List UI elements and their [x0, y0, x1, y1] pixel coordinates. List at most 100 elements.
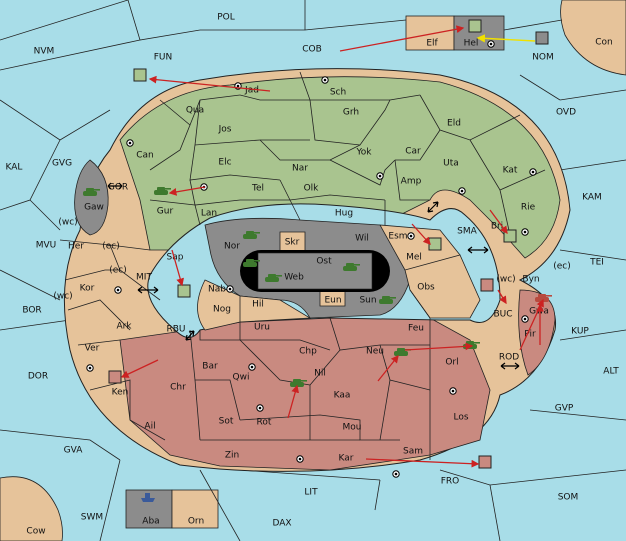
support-order [476, 34, 536, 43]
land-label-olk: Olk [304, 184, 320, 194]
land-label-car: Car [405, 147, 421, 157]
land-label-mou: Mou [343, 423, 362, 433]
sea-label-fro: FRO [441, 477, 460, 487]
land-label-wil: Wil [355, 234, 369, 244]
fleet-nom[interactable] [535, 31, 549, 45]
orders [120, 25, 544, 468]
land-label-nil: Nil [314, 369, 326, 379]
province-cow[interactable] [0, 476, 63, 541]
sea-label-cob: COB [302, 45, 322, 55]
land-label-elc: Elc [218, 158, 231, 168]
land-label-kaa: Kaa [334, 391, 351, 401]
land-label-eun: Eun [324, 296, 341, 306]
sea-label-mvu: MVU [36, 241, 57, 251]
sea-label-swm: SWM [81, 513, 103, 523]
province-gaw[interactable] [74, 159, 109, 236]
fleet-fro[interactable] [478, 455, 492, 469]
land-label-grh: Grh [343, 108, 359, 118]
province-web-ost[interactable] [257, 252, 373, 290]
land-label-sun: Sun [359, 296, 376, 306]
sea-label-gvp: GVP [555, 404, 574, 414]
sea-label-kup: KUP [571, 327, 589, 337]
sea-label-sma: SMA [457, 227, 477, 237]
land-label-web: Web [284, 273, 304, 283]
land-label-wc2: (wc) [496, 275, 515, 285]
land-label-amp: Amp [401, 177, 422, 187]
sea-label-cow: Cow [26, 527, 45, 537]
land-label-rot: Rot [257, 418, 272, 428]
land-label-nab: Nab [208, 285, 226, 295]
land-label-pir: Pir [524, 330, 536, 340]
fleet-mit[interactable] [177, 284, 191, 298]
land-label-ark: Ark [116, 322, 132, 332]
land-label-sch: Sch [330, 88, 346, 98]
fleet-hel[interactable] [468, 19, 482, 33]
province-elf[interactable] [405, 15, 455, 51]
province-con[interactable] [560, 0, 626, 76]
region-red [119, 317, 491, 471]
land-label-ver: Ver [85, 344, 100, 354]
sea-label-fun: FUN [154, 53, 173, 63]
province-orn[interactable] [171, 489, 219, 529]
land-label-chp: Chp [299, 347, 317, 357]
land-label-sam: Sam [403, 447, 423, 457]
land-label-nor: Nor [224, 242, 240, 252]
province-hil-nog[interactable] [197, 279, 312, 331]
land-label-skr: Skr [285, 238, 300, 248]
sea-label-gva: GVA [64, 446, 84, 456]
land-label-jad: Jad [244, 86, 259, 96]
fleet-ken[interactable] [108, 370, 122, 384]
sea-label-rbu: RBU [166, 325, 185, 335]
land-label-ec3: (ec) [553, 262, 571, 272]
land-label-elf: Elf [426, 39, 438, 49]
land-label-eld: Eld [447, 119, 461, 129]
land-label-orn: Orn [188, 517, 204, 527]
sea-label-nvm: NVM [34, 47, 55, 57]
land-label-ken: Ken [112, 388, 129, 398]
land-label-her: Her [68, 242, 84, 252]
land-label-lan: Lan [201, 209, 217, 219]
land-label-sot: Sot [219, 417, 234, 427]
land-label-uta: Uta [443, 159, 459, 169]
sea-label-rod: ROD [499, 353, 519, 363]
sea-label-kam: KAM [582, 193, 602, 203]
land-label-bri: Bri [491, 222, 503, 232]
land-label-kat: Kat [503, 166, 518, 176]
land-label-rie: Rie [521, 203, 536, 213]
fleet-buc[interactable] [480, 278, 494, 292]
sea-label-som: SOM [558, 493, 579, 503]
land-label-sap: Sap [167, 253, 184, 263]
land-label-obs: Obs [417, 283, 435, 293]
army-mel[interactable] [428, 237, 442, 251]
land-label-zin: Zin [225, 451, 239, 461]
sea-label-con: Con [595, 38, 613, 48]
land-label-tel: Tel [251, 184, 264, 194]
sea-label-lit: LIT [304, 488, 318, 498]
land-label-gaw: Gaw [84, 203, 104, 213]
land-label-chr: Chr [170, 383, 186, 393]
land-label-nog: Nog [213, 305, 231, 315]
sea-label-gor: GOR [108, 183, 128, 193]
land-label-kor: Kor [80, 284, 95, 294]
land-label-yok: Yok [355, 148, 372, 158]
land-label-can: Can [136, 151, 154, 161]
land-label-aba: Aba [142, 517, 159, 527]
land-label-gur: Gur [157, 207, 174, 217]
units [83, 19, 552, 502]
sea-label-gvg: GVG [52, 159, 72, 169]
land-label-ec1: (ec) [102, 242, 120, 252]
province-borders [59, 71, 546, 460]
land-label-feu: Feu [408, 324, 424, 334]
sea-label-pol: POL [217, 13, 235, 23]
land-label-qua: Qua [186, 106, 204, 116]
sea-label-ovd: OVD [556, 108, 576, 118]
sea-label-mit: MIT [136, 273, 152, 283]
sea-label-kal: KAL [6, 163, 23, 173]
land-label-neu: Neu [366, 347, 384, 357]
fleet-fun[interactable] [133, 68, 147, 82]
land-label-hel: Hel [464, 39, 479, 49]
land-label-hug: Hug [335, 209, 353, 219]
land-label-esm: Esm [388, 232, 407, 242]
